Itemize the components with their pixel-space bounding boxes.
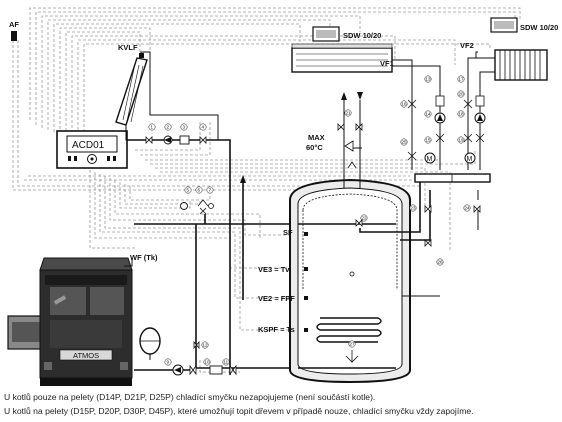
- c17: 17: [459, 77, 465, 82]
- note-pellet-only: U kotlů pouze na pelety (D14P, D21P, D25…: [4, 392, 376, 402]
- c21: 21: [346, 111, 352, 116]
- mixing-valve-1-letter: M: [427, 156, 433, 163]
- c27: 27: [350, 342, 356, 347]
- c14: 14: [426, 112, 432, 117]
- flow-arrow: [240, 175, 246, 183]
- bottom-row-components: 9 10 11 12: [164, 340, 237, 376]
- kspf-label: KSPF = Ts: [258, 325, 295, 334]
- boiler: ATMOS: [7, 257, 133, 386]
- sdw-panel-2: SDW 10/20: [490, 17, 558, 33]
- kvlf-label: KVLF: [118, 43, 138, 52]
- c25: 25: [402, 140, 408, 145]
- boiler-brand: ATMOS: [73, 351, 99, 360]
- c4: 4: [202, 125, 205, 130]
- outdoor-sensor: [11, 31, 17, 41]
- c11: 11: [224, 360, 229, 365]
- c24: 24: [465, 206, 471, 211]
- c15: 15: [426, 138, 432, 143]
- sf-label: SF: [283, 228, 293, 237]
- sdw2-label: SDW 10/20: [520, 23, 558, 32]
- sdw-panel-1: SDW 10/20: [291, 26, 393, 73]
- solar-collector: [115, 51, 151, 126]
- sdw1-label: SDW 10/20: [343, 31, 381, 40]
- max-temp: 60°C: [306, 143, 323, 152]
- c1: 1: [151, 125, 154, 130]
- c10: 10: [205, 360, 211, 365]
- c26: 26: [438, 260, 444, 265]
- heating-schematic: AF KVLF ACD01 1 2 3 4: [7, 7, 558, 386]
- acd-display: ACD01: [72, 140, 105, 151]
- c13: 13: [426, 77, 432, 82]
- storage-tank: [289, 178, 411, 384]
- af-label: AF: [9, 20, 19, 29]
- expansion-vessel: [139, 327, 161, 355]
- c12: 12: [203, 343, 209, 348]
- hydraulic-separator: [414, 173, 491, 183]
- radiator: [494, 49, 548, 81]
- note-pellet-wood: U kotlů na pelety (D15P, D20P, D30P, D45…: [4, 406, 474, 416]
- vf1-column: 13 M 14 15 16: [400, 75, 446, 164]
- c23: 23: [411, 206, 417, 211]
- ve2-label: VE2 = FPF: [258, 294, 295, 303]
- ve3-label: VE3 = Tv: [258, 265, 290, 274]
- solar-row-components: 1 2 3 4: [145, 123, 207, 145]
- vf2-column: 17 M 18 19 20: [457, 75, 486, 164]
- center-valve-group: 5 6 7: [180, 186, 214, 215]
- c18: 18: [459, 112, 465, 117]
- max-label: MAX: [308, 133, 325, 142]
- c2: 2: [167, 125, 170, 130]
- c22: 22: [362, 216, 368, 221]
- c19: 19: [459, 138, 465, 143]
- c6: 6: [198, 188, 201, 193]
- c7: 7: [209, 188, 212, 193]
- c3: 3: [183, 125, 186, 130]
- c9: 9: [167, 360, 170, 365]
- c5: 5: [187, 188, 190, 193]
- wf-label: WF (Tk): [130, 253, 158, 262]
- vf1-label: VF1: [380, 59, 394, 68]
- c20: 20: [459, 92, 465, 97]
- vf2-label: VF2: [460, 41, 474, 50]
- c16: 16: [402, 102, 408, 107]
- acd01-controller: ACD01: [56, 130, 128, 169]
- mixing-valve-2-letter: M: [467, 156, 473, 163]
